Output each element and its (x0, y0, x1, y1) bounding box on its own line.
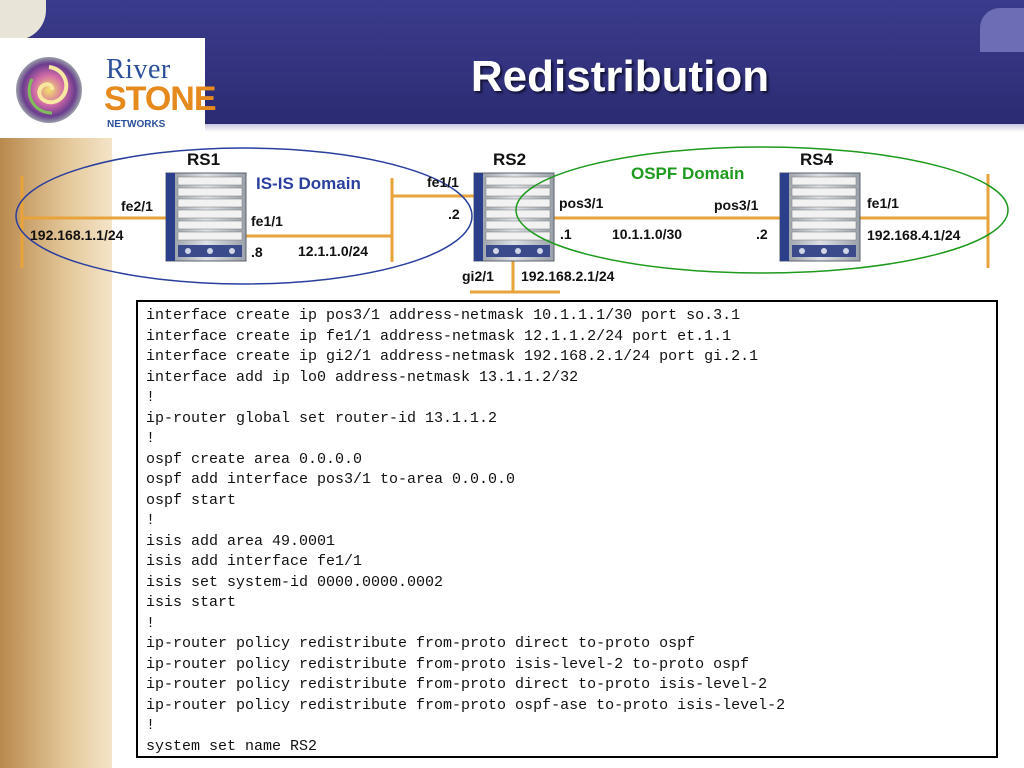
config-line: isis add interface fe1/1 (146, 553, 363, 570)
config-line: ip-router policy redistribute from-proto… (146, 635, 696, 652)
rs4-pos3-label: pos3/1 (714, 197, 759, 213)
config-listing-box: interface create ip pos3/1 address-netma… (136, 300, 998, 758)
header-highlight-decoration (980, 8, 1024, 52)
config-line: ip-router policy redistribute from-proto… (146, 655, 750, 673)
config-line: interface create ip gi2/1 address-netmas… (146, 348, 759, 365)
router-rs1-icon (165, 172, 247, 262)
rs1-label: RS1 (187, 150, 220, 169)
left-decorative-strip (0, 132, 112, 768)
router-rs2-icon (473, 172, 555, 262)
ospf-domain-label: OSPF Domain (631, 164, 744, 183)
config-line: ip-router global set router-id 13.1.1.2 (146, 409, 498, 427)
config-line: ospf start (146, 491, 237, 509)
rs2-label: RS2 (493, 150, 526, 169)
config-line: interface add ip lo0 address-netmask 13.… (146, 368, 579, 386)
rs1-lan-address-label: 192.168.1.1/24 (30, 227, 124, 243)
rs2-rs4-network-label: 10.1.1.0/30 (612, 226, 682, 242)
config-line: ip-router policy redistribute from-proto… (146, 696, 786, 714)
config-line: isis start (146, 594, 237, 611)
network-diagram: RS1 RS2 RS4 IS-IS Domain OSPF Domain fe2… (15, 146, 1009, 294)
config-line: interface create ip fe1/1 address-netmas… (146, 327, 732, 345)
router-rs4-icon (779, 172, 861, 262)
isis-domain-ring (15, 147, 473, 285)
config-line: ospf add interface pos3/1 to-area 0.0.0.… (146, 471, 516, 488)
logo-river-text: River (106, 54, 171, 85)
rs1-fe1-label: fe1/1 (251, 213, 283, 229)
config-line: isis set system-id 0000.0000.0002 (146, 573, 444, 591)
rs1-fe2-label: fe2/1 (121, 198, 153, 214)
config-line: ! (146, 717, 156, 734)
rs2-lan-address-label: 192.168.2.1/24 (521, 268, 615, 284)
header-corner-decoration (0, 0, 46, 40)
rs4-fe1-label: fe1/1 (867, 195, 899, 211)
rs4-pos3-host-label: .2 (756, 226, 768, 242)
page-title: Redistribution (470, 52, 770, 101)
config-line: ! (146, 512, 156, 529)
config-line: isis add area 49.0001 (146, 532, 336, 550)
rs2-fe1-label: fe1/1 (427, 174, 459, 190)
logo-networks-text: NETWORKS (107, 119, 166, 130)
swirl-logo-icon (16, 57, 82, 123)
header-bottom-fade (205, 124, 1024, 132)
config-line: system set name RS2 (146, 737, 318, 755)
logo-stone-text: STONE (104, 80, 217, 118)
rs2-fe1-host-label: .2 (448, 206, 460, 222)
config-line: ! (146, 389, 156, 406)
rs4-lan-address-label: 192.168.4.1/24 (867, 227, 961, 243)
config-line: ospf create area 0.0.0.0 (146, 450, 363, 468)
rs2-gi2-label: gi2/1 (462, 268, 494, 284)
rs1-rs2-network-label: 12.1.1.0/24 (298, 243, 368, 259)
config-line: ! (146, 430, 156, 447)
config-listing: interface create ip pos3/1 address-netma… (146, 306, 785, 757)
rs2-pos3-host-label: .1 (560, 226, 572, 242)
rs4-label: RS4 (800, 150, 834, 169)
isis-domain-label: IS-IS Domain (256, 174, 361, 193)
ospf-domain-ring (515, 146, 1009, 274)
config-line: ! (146, 614, 156, 632)
rs2-pos3-label: pos3/1 (559, 195, 604, 211)
config-line: ip-router policy redistribute from-proto… (146, 676, 768, 693)
rs1-fe1-host-label: .8 (251, 244, 263, 260)
link-lines (20, 174, 990, 294)
config-line: interface create ip pos3/1 address-netma… (146, 307, 741, 324)
